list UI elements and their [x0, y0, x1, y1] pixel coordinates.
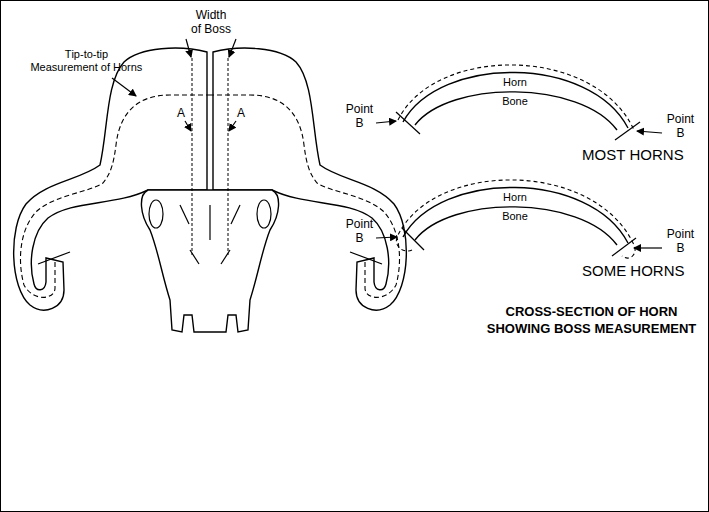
- part-label: Bone: [495, 210, 535, 223]
- section-heading: CROSS-SECTION OF HORN SHOWING BOSS MEASU…: [481, 303, 702, 337]
- dimension-label: Tip-to-tip Measurement of Horns: [30, 48, 143, 74]
- point-label: A: [237, 106, 245, 120]
- point-label: A: [177, 106, 185, 120]
- point-label: Point B: [664, 112, 697, 140]
- most-horns-section: [376, 65, 662, 140]
- some-horns-section: [376, 180, 662, 258]
- dimension-label: Width of Boss: [190, 8, 232, 36]
- point-label: Point B: [343, 102, 376, 130]
- point-label: Point B: [343, 217, 376, 245]
- part-label: Bone: [495, 95, 535, 108]
- section-caption: MOST HORNS: [582, 146, 684, 164]
- part-label: Horn: [495, 76, 535, 89]
- part-label: Horn: [495, 191, 535, 204]
- section-caption: SOME HORNS: [582, 262, 685, 280]
- skull: [141, 190, 278, 332]
- point-label: Point B: [664, 227, 697, 255]
